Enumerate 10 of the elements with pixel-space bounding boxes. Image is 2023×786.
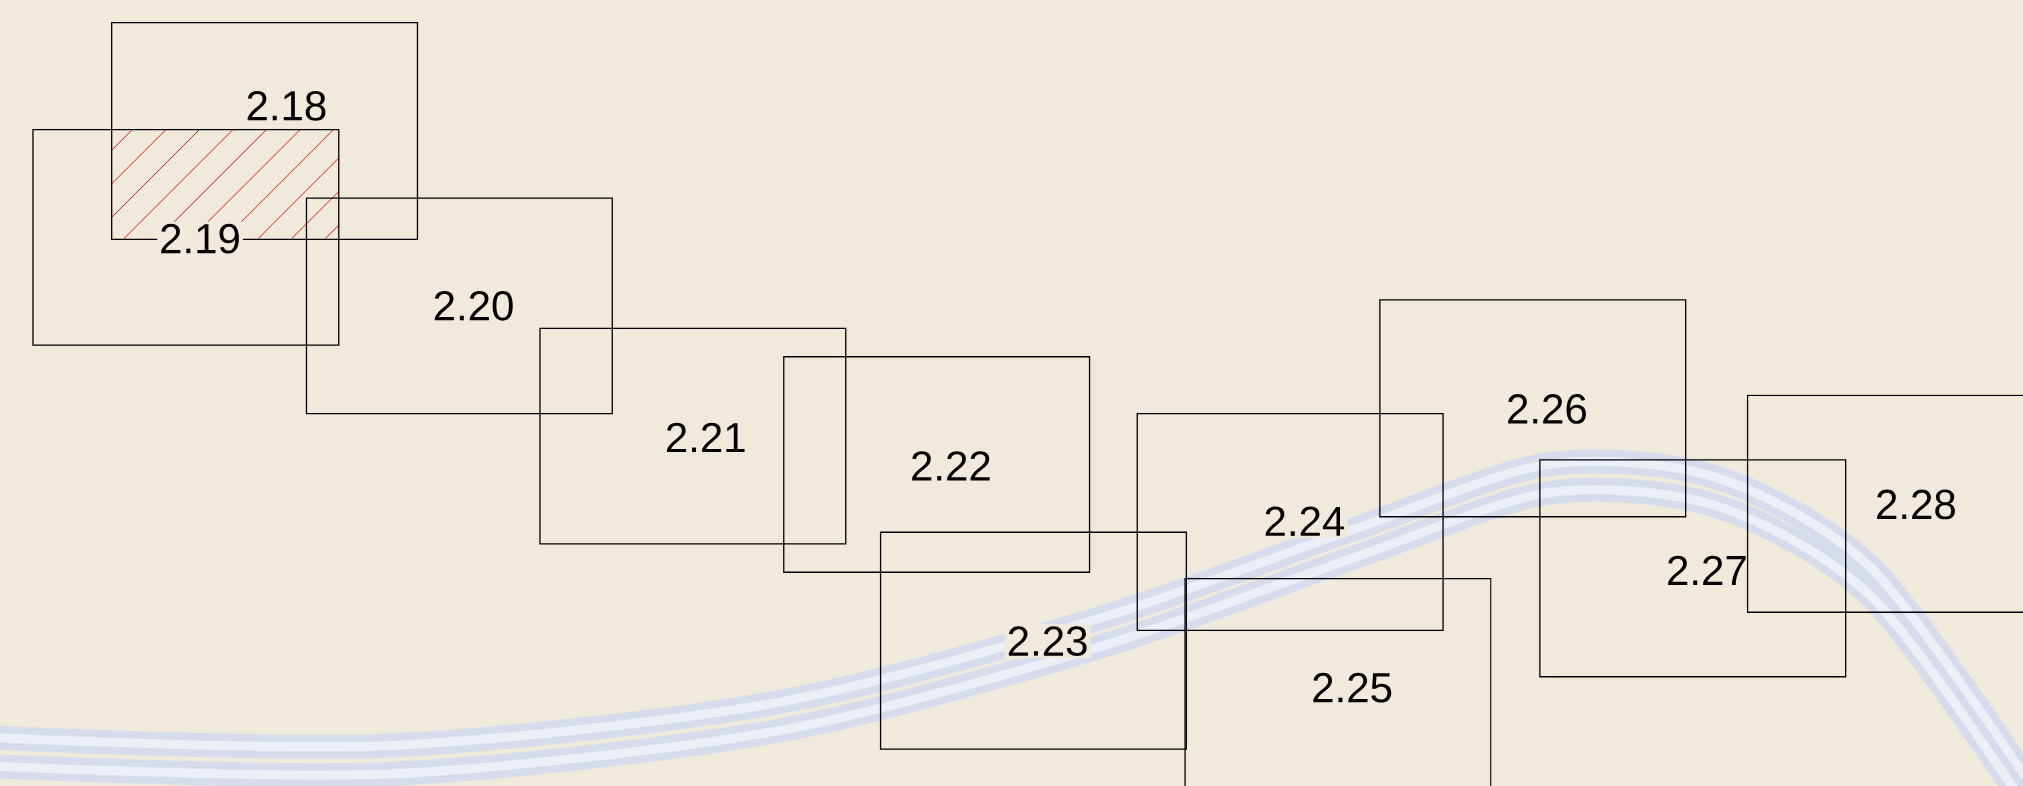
outlined-box: 2.25 bbox=[1184, 578, 1492, 786]
outlined-box: 2.26 bbox=[1379, 299, 1687, 518]
outlined-box: 2.28 bbox=[1746, 394, 2023, 613]
outlined-box: 2.21 bbox=[539, 327, 847, 545]
outlined-box: 2.22 bbox=[783, 356, 1091, 573]
outlined-box: 2.20 bbox=[305, 197, 613, 415]
outlined-box: 2.27 bbox=[1539, 459, 1847, 678]
outlined-box: 2.19 bbox=[32, 129, 340, 346]
outlined-box: 2.24 bbox=[1136, 412, 1444, 631]
outlined-box: 2.23 bbox=[879, 531, 1187, 750]
